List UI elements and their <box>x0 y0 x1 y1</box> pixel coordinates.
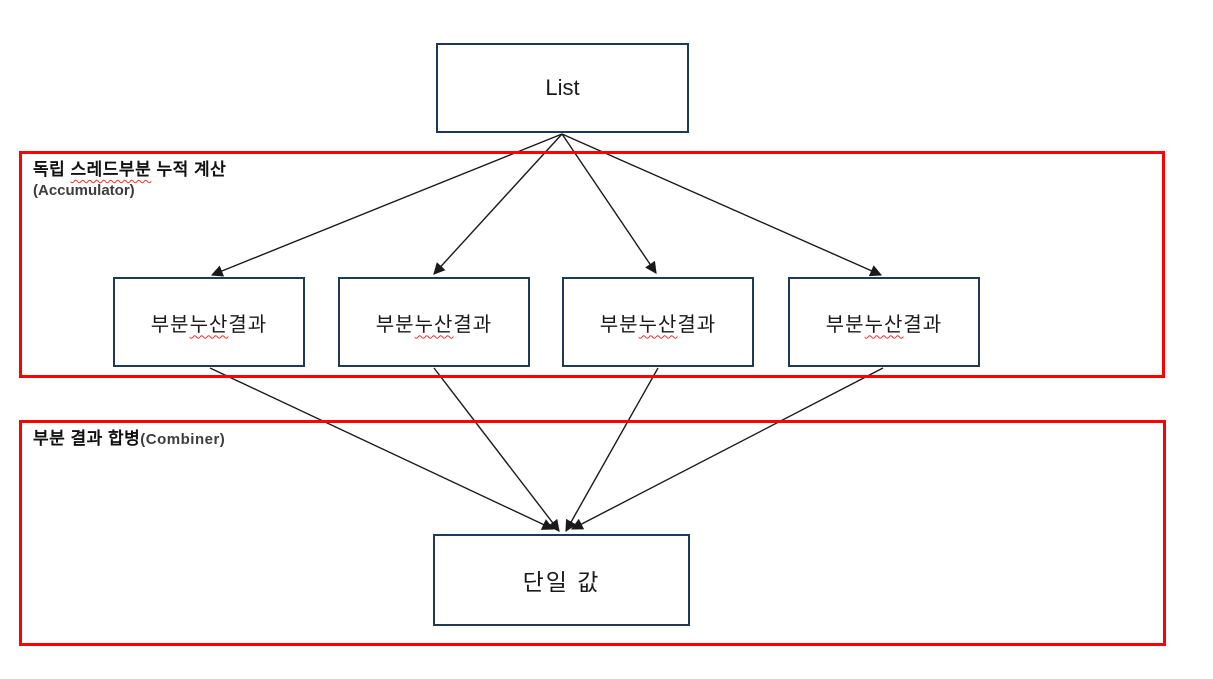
combiner-title-suffix: (Combiner) <box>140 431 226 448</box>
node-partial-result-1: 부분 누산 결과 <box>113 277 305 367</box>
region-accumulator-label: 독립 스레드부분 누적 계산 (Accumulator) <box>33 159 226 201</box>
combiner-title-korean: 부분 결과 합병 <box>33 429 141 448</box>
arrow-list-to-partial-2 <box>433 133 563 275</box>
partial-label-post: 결과 <box>453 313 493 336</box>
region-accumulator-subtitle: (Accumulator) <box>33 182 135 200</box>
region-combiner-label: 부분 결과 합병(Combiner) <box>33 428 225 450</box>
arrow-list-to-partial-4 <box>561 133 883 277</box>
accumulator-title-misspelled: 스레드부분 <box>70 160 152 179</box>
arrow-list-to-partial-1 <box>210 133 563 277</box>
node-partial-result-4: 부분 누산 결과 <box>788 277 980 367</box>
partial-label-misspelled: 누산 <box>414 313 454 336</box>
accumulator-title-pre: 독립 <box>33 160 71 179</box>
partial-label-post: 결과 <box>228 313 268 336</box>
accumulator-title-post: 누적 계산 <box>151 160 227 179</box>
partial-label-misspelled: 누산 <box>189 313 229 336</box>
partial-label-post: 결과 <box>677 313 717 336</box>
partial-label-pre: 부분 <box>599 313 639 336</box>
partial-label-pre: 부분 <box>825 313 865 336</box>
partial-label-post: 결과 <box>903 313 943 336</box>
partial-label-pre: 부분 <box>150 313 190 336</box>
node-partial-result-2: 부분 누산 결과 <box>338 277 530 367</box>
partial-label-misspelled: 누산 <box>864 313 904 336</box>
partial-label-misspelled: 누산 <box>638 313 678 336</box>
arrow-partial-4-to-single <box>570 367 884 530</box>
region-combiner-title: 부분 결과 합병(Combiner) <box>33 428 225 450</box>
node-single-value: 단일 값 <box>433 534 690 626</box>
node-partial-result-3: 부분 누산 결과 <box>562 277 754 367</box>
arrow-partial-3-to-single <box>565 367 659 533</box>
arrow-partial-1-to-single <box>209 367 555 530</box>
node-list-label: List <box>545 75 580 100</box>
partial-label-pre: 부분 <box>375 313 415 336</box>
arrow-partial-2-to-single <box>433 367 560 532</box>
node-single-value-label: 단일 값 <box>522 569 601 595</box>
arrow-list-to-partial-3 <box>561 133 657 274</box>
region-accumulator-title: 독립 스레드부분 누적 계산 <box>33 159 226 181</box>
node-list: List <box>436 43 689 133</box>
